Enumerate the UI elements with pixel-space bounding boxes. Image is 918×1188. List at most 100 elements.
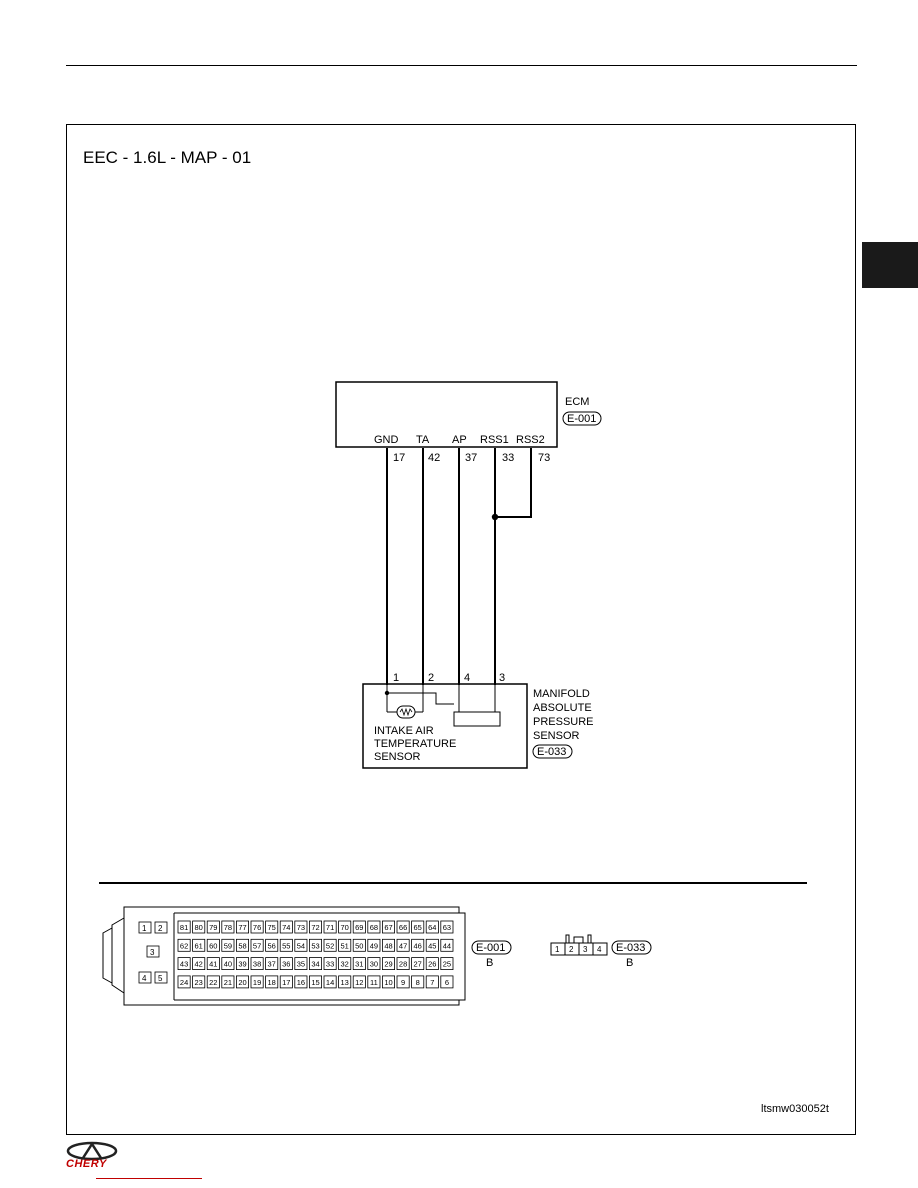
ecm-pin-cell — [308, 920, 322, 934]
ecm-box — [335, 381, 558, 448]
chery-logo-icon — [66, 1141, 118, 1161]
ecm-pin-number: 57 — [253, 941, 261, 950]
sensor-connector-view-badge — [611, 940, 652, 955]
ecm-pin-cell — [381, 975, 395, 989]
ecm-pin-cell — [235, 920, 249, 934]
ecm-pin-number: 10 — [384, 978, 392, 987]
ecm-pin-42: 42 — [428, 452, 440, 464]
sensor-junction-dot — [384, 690, 390, 696]
ecm-pin-number: 16 — [297, 978, 305, 987]
sensor-connector-color: B — [626, 957, 633, 969]
ecm-pin-cell — [352, 938, 366, 952]
ecm-pin-number: 61 — [195, 941, 203, 950]
pressure-element-icon — [453, 711, 501, 727]
ecm-pin-cell — [367, 938, 381, 952]
sensor-connector-view-id: E-033 — [616, 942, 645, 954]
ecm-pin-37: 37 — [465, 452, 477, 464]
ecm-pin-cell — [177, 938, 191, 952]
ecm-pin-number: 67 — [384, 923, 392, 932]
small-pin-4: 4 — [142, 974, 147, 983]
ecm-pin-cell — [177, 957, 191, 970]
ecm-pin-number: 81 — [180, 923, 188, 932]
sensor-conn-pin-3: 3 — [583, 945, 588, 954]
ecm-pin-number: 8 — [416, 978, 420, 987]
ecm-pin-73: 73 — [538, 452, 550, 464]
ecm-pin-cell — [206, 975, 220, 989]
ecm-pin-number: 12 — [355, 978, 363, 987]
ecm-pin-number: 20 — [238, 978, 246, 987]
ecm-pin-number: 33 — [326, 960, 334, 969]
map-label-line-3: PRESSURE — [533, 716, 594, 728]
ecm-pin-cell — [235, 938, 249, 952]
sensor-connector-badge — [532, 744, 573, 759]
ecm-pin-cell — [367, 975, 381, 989]
wire-rss2 — [495, 448, 532, 518]
ecm-pin-number: 49 — [370, 941, 378, 950]
ecm-pin-cell — [206, 957, 220, 970]
map-label-line-1: MANIFOLD — [533, 688, 590, 700]
ecm-pin-cell — [411, 975, 425, 989]
ecm-pin-number: 44 — [443, 941, 451, 950]
ecm-pin-cell — [221, 957, 235, 970]
ecm-pin-cell — [367, 957, 381, 970]
ecm-pin-cell — [265, 975, 279, 989]
map-label-line-4: SENSOR — [533, 730, 580, 742]
diagram-title: EEC - 1.6L - MAP - 01 — [83, 148, 252, 167]
ecm-pin-cell — [250, 975, 264, 989]
ecm-pin-cell — [352, 975, 366, 989]
ecm-pin-number: 19 — [253, 978, 261, 987]
ecm-pin-number: 47 — [399, 941, 407, 950]
ecm-pin-rss1-name: RSS1 — [480, 434, 509, 446]
thermistor-zigzag — [399, 707, 413, 717]
ecm-pin-number: 69 — [355, 923, 363, 932]
ecm-connector-view-badge — [471, 940, 512, 955]
ecm-pin-number: 7 — [430, 978, 434, 987]
ecm-pin-cell — [367, 920, 381, 934]
ecm-pin-number: 65 — [414, 923, 422, 932]
ecm-pin-cell — [192, 938, 206, 952]
ecm-pin-number: 17 — [282, 978, 290, 987]
ecm-pin-cell — [294, 920, 308, 934]
ecm-pin-number: 55 — [282, 941, 290, 950]
ecm-pin-number: 78 — [224, 923, 232, 932]
sensor-pin-4: 4 — [464, 672, 470, 684]
ecm-pin-number: 73 — [297, 923, 305, 932]
ecm-pin-number: 74 — [282, 923, 290, 932]
ecm-pin-number: 64 — [428, 923, 436, 932]
ecm-connector-face — [102, 906, 466, 1006]
ecm-pin-number: 63 — [443, 923, 451, 932]
ecm-pin-cell — [250, 938, 264, 952]
ecm-pin-cell — [411, 957, 425, 970]
footer-link-underline[interactable] — [96, 1178, 202, 1179]
ecm-pin-cell — [192, 920, 206, 934]
ecm-pin-number: 72 — [311, 923, 319, 932]
small-pin-1: 1 — [142, 924, 147, 933]
ecm-connector-color: B — [486, 957, 493, 969]
ecm-pin-cell — [352, 957, 366, 970]
ecm-pin-cell — [192, 975, 206, 989]
ecm-pin-number: 79 — [209, 923, 217, 932]
ecm-pin-number: 27 — [414, 960, 422, 969]
ecm-pin-cell — [396, 975, 410, 989]
ecm-pin-number: 51 — [341, 941, 349, 950]
ecm-pin-cell — [323, 957, 337, 970]
ecm-pin-number: 36 — [282, 960, 290, 969]
ecm-pin-cell — [294, 957, 308, 970]
ecm-pin-cell — [381, 920, 395, 934]
ecm-pin-cell — [323, 938, 337, 952]
sensor-connector-face — [550, 934, 608, 956]
ecm-pin-number: 29 — [384, 960, 392, 969]
ecm-pin-number: 32 — [341, 960, 349, 969]
ecm-pin-cell — [338, 957, 352, 970]
ecm-pin-cell — [440, 975, 454, 989]
ecm-pin-cell — [381, 938, 395, 952]
ecm-pin-cell — [192, 957, 206, 970]
ecm-pin-cell — [338, 920, 352, 934]
thermistor-icon — [396, 705, 416, 719]
ecm-pin-number: 58 — [238, 941, 246, 950]
ecm-pin-number: 18 — [268, 978, 276, 987]
ecm-pin-cell — [323, 920, 337, 934]
ecm-pin-number: 23 — [195, 978, 203, 987]
sensor-pin-3: 3 — [499, 672, 505, 684]
ecm-connector-view-id: E-001 — [476, 942, 505, 954]
